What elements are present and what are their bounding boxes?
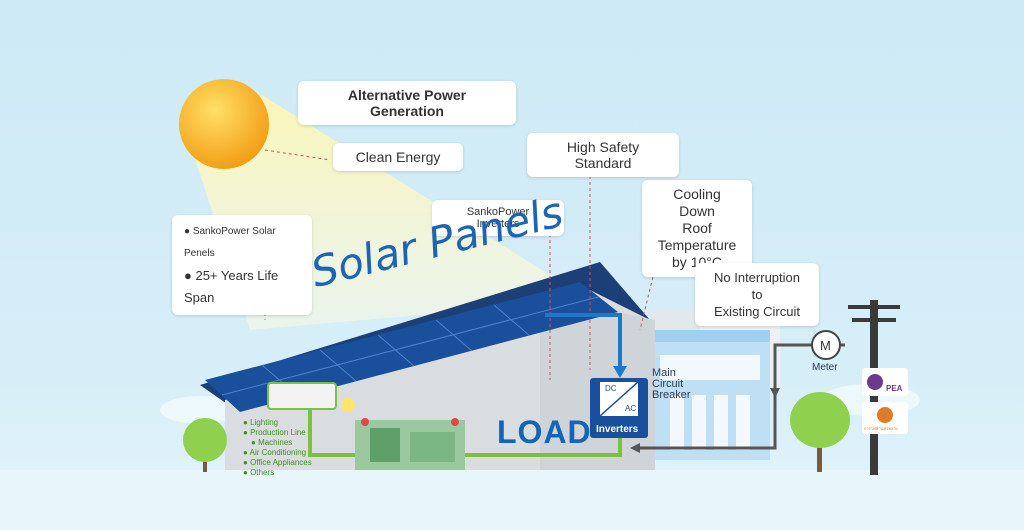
sun-icon [179,79,269,169]
meter-icon [811,330,841,360]
breaker-line-2: Circuit [652,378,684,390]
callout-inverters-brand: SankoPower Inverters [432,200,564,236]
ac-label: AC [625,404,637,413]
interruption-line-2: Existing Circuit [714,304,800,319]
panels-brand-bullet: ● SankoPower Solar Penels [184,226,276,259]
callout-solar-panels-brand: ● SankoPower Solar Penels ● 25+ Years Li… [172,215,312,315]
light-bulb-icon [341,398,355,412]
lifespan-bullet: ● 25+ Years Life Span [184,268,279,305]
callout-cooling: Cooling Down Roof Temperature by 10°C [642,180,752,277]
load-item: Production Line [243,428,312,438]
ground [0,470,1024,530]
dc-label: DC [605,384,617,393]
mea-label: การไฟฟ้านครหลวง [864,426,898,431]
callout-high-safety: High Safety Standard [527,133,679,177]
meter-symbol: M [820,338,831,353]
load-item: Lighting [243,418,312,428]
load-item: Office Appliances [243,458,312,468]
callout-clean-energy: Clean Energy [333,143,463,171]
load-list: Lighting Production Line Machines Air Co… [243,418,312,478]
callout-no-interruption: No Interruption to Existing Circuit [695,263,819,326]
breaker-line-1: Main [652,367,676,379]
air-conditioner-icon [267,382,337,410]
pea-label: PEA [886,384,903,393]
load-label: LOAD [497,414,592,450]
dc-wire [545,313,622,370]
interruption-line-1: No Interruption to [714,270,800,302]
load-item: Others [243,468,312,478]
cooling-line-2: Roof [682,220,712,236]
tree-icon [183,392,850,472]
load-item: Machines [243,438,312,448]
meter-label: Meter [812,362,838,373]
machinery-icon [355,418,465,470]
cooling-line-1: Cooling Down [673,186,721,219]
callout-alternative-power: Alternative Power Generation [298,81,516,125]
inverters-label: Inverters [596,424,639,435]
breaker-line-3: Breaker [652,389,691,401]
breaker-label: Main Circuit Breaker [652,368,691,401]
solar-panel-array [205,282,618,412]
cooling-line-3: Temperature [657,237,737,253]
load-item: Air Conditioning [243,448,312,458]
